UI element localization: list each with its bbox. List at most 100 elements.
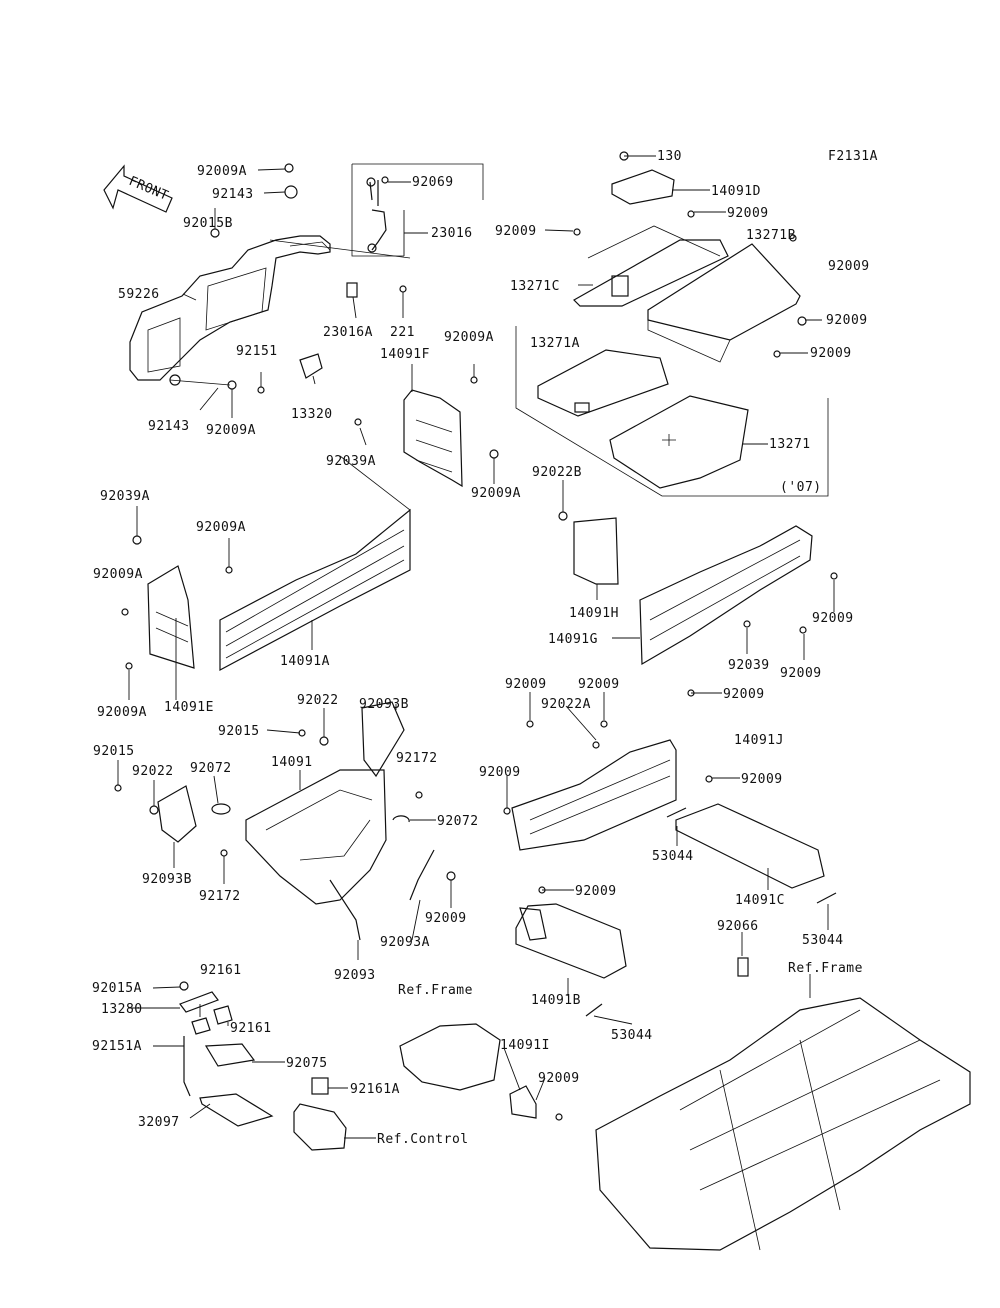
callout: 14091I	[500, 1038, 550, 1053]
callout: 92093B	[359, 697, 409, 712]
callout: 92015B	[183, 216, 233, 231]
panel-14091G	[558, 511, 838, 697]
callout: 92093B	[142, 872, 192, 887]
callout: 23016	[431, 226, 473, 241]
callout: 92039A	[326, 454, 376, 469]
callout: 14091J	[734, 733, 784, 748]
panel-14091J	[503, 720, 677, 851]
callout: 14091C	[735, 893, 785, 908]
callout: 92069	[412, 175, 454, 190]
callout: 92151	[236, 344, 278, 359]
control-box	[293, 1077, 347, 1151]
callout: 92009	[828, 259, 870, 274]
callout: 92009	[495, 224, 537, 239]
callout: 92075	[286, 1056, 328, 1071]
callout: 92072	[190, 761, 232, 776]
callout: 92093	[334, 968, 376, 983]
panel-14091A	[121, 455, 411, 671]
callout: 14091H	[569, 606, 619, 621]
callout: 92009A	[206, 423, 256, 438]
callout: Ref.Frame	[788, 961, 863, 976]
callout: 14091G	[548, 632, 598, 647]
callout: 92015	[218, 724, 260, 739]
callout-labels: 92009A 92143 92015B 59226 92143 92009A 9…	[92, 149, 870, 1147]
callout: 92009A	[444, 330, 494, 345]
callout: 92009	[505, 677, 547, 692]
callout: 92143	[148, 419, 190, 434]
callout: 92022	[297, 693, 339, 708]
callout: 92039	[728, 658, 770, 673]
callout: 13280	[101, 1002, 143, 1017]
callout: 92172	[396, 751, 438, 766]
bracket-14091I	[399, 1023, 563, 1121]
callout: 92009A	[471, 486, 521, 501]
callout: 92009	[425, 911, 467, 926]
callout: 92161A	[350, 1082, 400, 1097]
callout: 92066	[717, 919, 759, 934]
bracket-14091F	[354, 376, 499, 488]
callout: 14091A	[280, 654, 330, 669]
callout: 92009	[723, 687, 765, 702]
callout: 92093A	[380, 935, 430, 950]
callout: 13271B	[746, 228, 796, 243]
callout: 92009A	[197, 164, 247, 179]
callout: 92015	[93, 744, 135, 759]
callout: 92161	[230, 1021, 272, 1036]
callout: 92072	[437, 814, 479, 829]
callout: 53044	[802, 933, 844, 948]
panel-14091C	[666, 775, 837, 904]
panel-14091B	[515, 886, 627, 1017]
callout: 92039A	[100, 489, 150, 504]
harness-box	[351, 163, 484, 257]
callout: 13271A	[530, 336, 580, 351]
callout: 92009	[578, 677, 620, 692]
callout: 14091F	[380, 347, 430, 362]
callout: 92009	[741, 772, 783, 787]
callout: 92015A	[92, 981, 142, 996]
callout: 14091D	[711, 184, 761, 199]
callout: 53044	[611, 1028, 653, 1043]
callout: Ref.Control	[377, 1132, 469, 1147]
callout: 92143	[212, 187, 254, 202]
callout: ('07)	[780, 480, 822, 495]
callout: 14091B	[531, 993, 581, 1008]
callout: 14091	[271, 755, 313, 770]
callout: 221	[390, 325, 415, 340]
callout: 13271	[769, 437, 811, 452]
callout: 92009	[479, 765, 521, 780]
callout: 92009	[812, 611, 854, 626]
callout: 92151A	[92, 1039, 142, 1054]
callout: 59226	[118, 287, 160, 302]
callout: 92172	[199, 889, 241, 904]
callout: 32097	[138, 1115, 180, 1130]
callout: 130	[657, 149, 682, 164]
callout: 92009A	[93, 567, 143, 582]
callout: 92161	[200, 963, 242, 978]
callout: 92009A	[97, 705, 147, 720]
figure-code: F2131A	[828, 149, 878, 164]
leader-lines	[117, 155, 835, 1139]
callout: 92009	[780, 666, 822, 681]
callout: 92022B	[532, 465, 582, 480]
callout: Ref.Frame	[398, 983, 473, 998]
callout: 23016A	[323, 325, 373, 340]
callout: 92022	[132, 764, 174, 779]
callout: 92009	[810, 346, 852, 361]
frame	[595, 957, 971, 1251]
battery-group	[179, 981, 274, 1127]
callout: 92009	[727, 206, 769, 221]
callout: 92009	[826, 313, 868, 328]
callout: 13271C	[510, 279, 560, 294]
floor-panels-top	[573, 151, 807, 363]
callout: 92009	[538, 1071, 580, 1086]
callout: 13320	[291, 407, 333, 422]
floor-panels-07	[515, 326, 829, 497]
callout: 14091E	[164, 700, 214, 715]
callout: 53044	[652, 849, 694, 864]
callout: 92022A	[541, 697, 591, 712]
front-arrow-label: FRONT	[126, 174, 170, 204]
callout: 92009	[575, 884, 617, 899]
tub-14091	[114, 701, 456, 941]
front-arrow-icon: FRONT	[103, 164, 173, 213]
